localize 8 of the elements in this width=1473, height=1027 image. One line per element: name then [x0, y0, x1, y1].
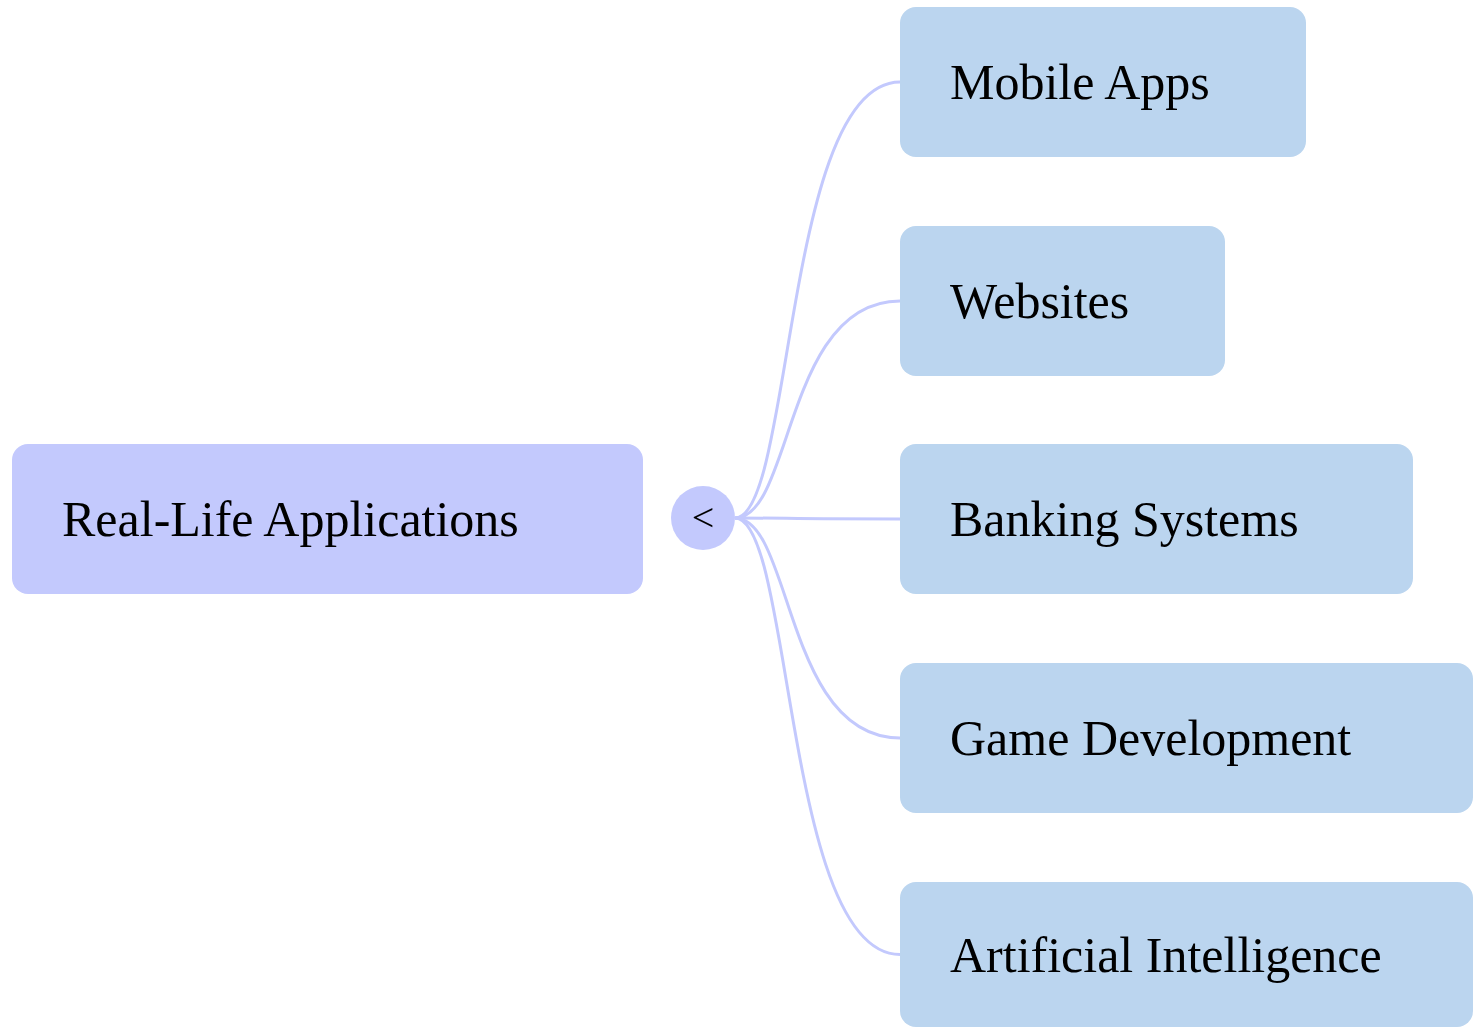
topic-box: Real-Life Applications [12, 444, 643, 594]
topic-box: Websites [900, 226, 1225, 376]
topic-box: Mobile Apps [900, 7, 1306, 157]
topic-box: Artificial Intelligence [900, 882, 1473, 1027]
connector-line [734, 516, 901, 956]
topic-box: Banking Systems [900, 444, 1413, 594]
topic-box: Game Development [900, 663, 1473, 813]
collapse-toggle: < [671, 486, 735, 550]
